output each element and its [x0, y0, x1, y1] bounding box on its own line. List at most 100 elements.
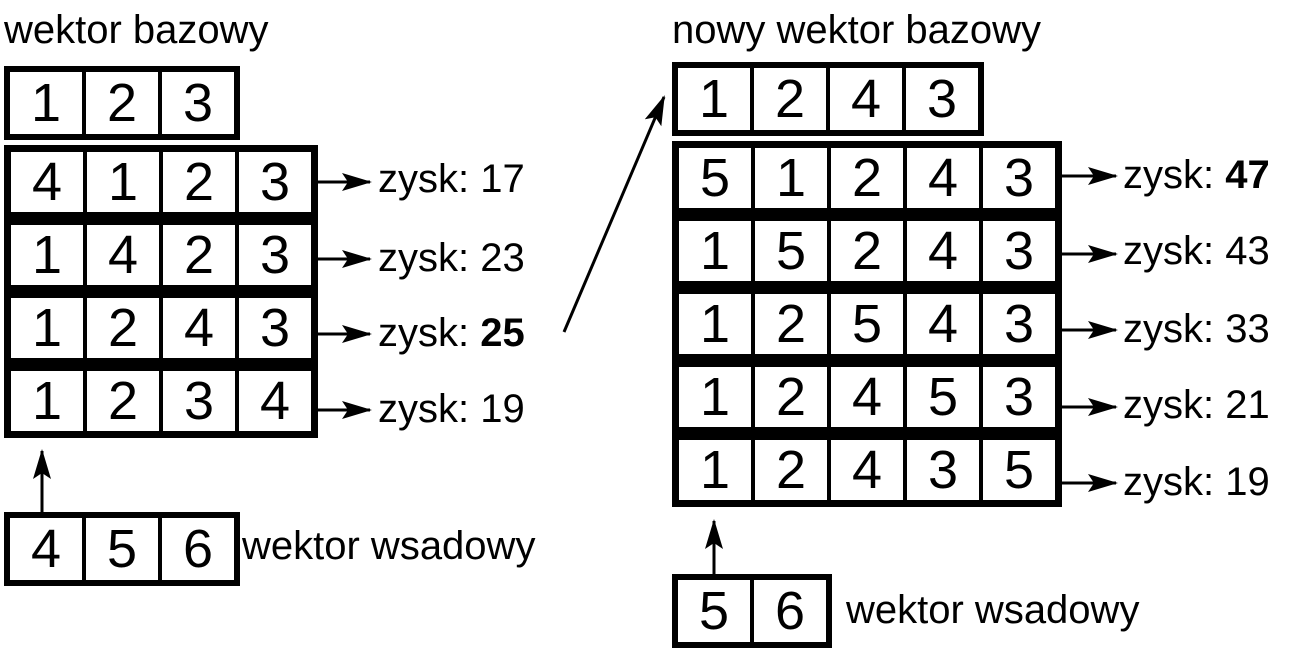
base-cell: 2 — [84, 70, 160, 136]
right-batch-vector: 5 6 — [672, 574, 832, 648]
right-base-vector: 1 2 4 3 — [672, 62, 984, 136]
candidate-cell: 4 — [905, 146, 981, 210]
candidate-cell: 5 — [677, 146, 753, 210]
right-candidate-block: 5 1 2 4 3 1 5 2 4 3 1 2 5 4 3 1 2 4 5 3 … — [672, 141, 1062, 507]
candidate-cell: 3 — [237, 296, 313, 360]
base-cell: 3 — [904, 66, 980, 132]
right-base-title: nowy wektor bazowy — [672, 8, 1042, 52]
gain-value: 43 — [1225, 229, 1270, 273]
candidate-cell: 3 — [981, 365, 1057, 429]
candidate-cell: 4 — [237, 369, 313, 433]
candidate-cell: 2 — [161, 223, 237, 287]
gain-text: zysk: — [378, 387, 470, 431]
candidate-cell: 2 — [85, 296, 161, 360]
candidate-cell: 1 — [677, 438, 753, 502]
candidate-cell: 1 — [677, 292, 753, 356]
candidate-row: 1 2 4 3 — [9, 296, 313, 360]
candidate-cell: 4 — [161, 296, 237, 360]
base-cell: 1 — [676, 66, 752, 132]
batch-cell: 4 — [8, 516, 84, 582]
candidate-row: 1 2 3 4 — [9, 369, 313, 433]
gain-text: zysk: — [378, 311, 470, 355]
candidate-cell: 2 — [85, 369, 161, 433]
gain-label: zysk: 25 — [378, 313, 525, 353]
gain-text: zysk: — [1123, 153, 1215, 197]
base-cell: 1 — [8, 70, 84, 136]
candidate-cell: 3 — [237, 150, 313, 214]
candidate-cell: 5 — [905, 365, 981, 429]
transition-arrow — [562, 95, 666, 333]
candidate-cell: 3 — [981, 219, 1057, 283]
gain-text: zysk: — [1123, 307, 1215, 351]
gain-value: 17 — [480, 157, 525, 201]
candidate-row: 1 5 2 4 3 — [677, 219, 1057, 283]
right-batch-title: wektor wsadowy — [846, 588, 1140, 632]
candidate-cell: 5 — [829, 292, 905, 356]
gain-text: zysk: — [378, 236, 470, 280]
gain-text: zysk: — [1123, 383, 1215, 427]
candidate-cell: 4 — [829, 438, 905, 502]
gain-text: zysk: — [1123, 229, 1215, 273]
candidate-cell: 5 — [753, 219, 829, 283]
gain-value: 33 — [1225, 307, 1270, 351]
candidate-cell: 1 — [9, 223, 85, 287]
left-batch-vector: 4 5 6 — [4, 512, 240, 586]
gain-value: 23 — [480, 236, 525, 280]
candidate-cell: 2 — [161, 150, 237, 214]
gain-text: zysk: — [378, 157, 470, 201]
candidate-cell: 1 — [753, 146, 829, 210]
candidate-cell: 2 — [753, 438, 829, 502]
batch-cell: 5 — [84, 516, 160, 582]
gain-value-best: 25 — [480, 311, 525, 355]
candidate-cell: 4 — [9, 150, 85, 214]
candidate-cell: 1 — [85, 150, 161, 214]
candidate-row: 1 4 2 3 — [9, 223, 313, 287]
candidate-cell: 1 — [9, 369, 85, 433]
candidate-cell: 1 — [9, 296, 85, 360]
gain-label: zysk: 23 — [378, 238, 525, 278]
base-cell: 3 — [160, 70, 236, 136]
candidate-cell: 4 — [905, 219, 981, 283]
batch-cell: 5 — [676, 578, 752, 644]
candidate-row: 1 2 4 3 5 — [677, 438, 1057, 502]
gain-label: zysk: 33 — [1123, 309, 1270, 349]
gain-label: zysk: 47 — [1123, 155, 1270, 195]
gain-label: zysk: 19 — [378, 389, 525, 429]
left-batch-title: wektor wsadowy — [242, 524, 536, 568]
gain-label: zysk: 21 — [1123, 385, 1270, 425]
candidate-cell: 2 — [829, 146, 905, 210]
base-cell: 4 — [828, 66, 904, 132]
candidate-cell: 4 — [85, 223, 161, 287]
candidate-row: 1 2 5 4 3 — [677, 292, 1057, 356]
candidate-cell: 1 — [677, 365, 753, 429]
candidate-row: 1 2 4 5 3 — [677, 365, 1057, 429]
candidate-cell: 2 — [829, 219, 905, 283]
candidate-cell: 2 — [753, 365, 829, 429]
candidate-cell: 4 — [829, 365, 905, 429]
candidate-row: 4 1 2 3 — [9, 150, 313, 214]
candidate-cell: 5 — [981, 438, 1057, 502]
candidate-cell: 3 — [237, 223, 313, 287]
left-base-vector: 1 2 3 — [4, 66, 240, 140]
batch-cell: 6 — [752, 578, 828, 644]
gain-label: zysk: 17 — [378, 159, 525, 199]
left-base-title: wektor bazowy — [4, 8, 269, 52]
candidate-cell: 3 — [981, 292, 1057, 356]
batch-cell: 6 — [160, 516, 236, 582]
candidate-cell: 3 — [905, 438, 981, 502]
candidate-cell: 1 — [677, 219, 753, 283]
gain-label: zysk: 19 — [1123, 462, 1270, 502]
gain-value: 19 — [480, 387, 525, 431]
gain-value: 19 — [1225, 460, 1270, 504]
candidate-row: 5 1 2 4 3 — [677, 146, 1057, 210]
left-candidate-block: 4 1 2 3 1 4 2 3 1 2 4 3 1 2 3 4 — [4, 145, 318, 438]
base-cell: 2 — [752, 66, 828, 132]
gain-text: zysk: — [1123, 460, 1215, 504]
gain-value: 21 — [1225, 383, 1270, 427]
candidate-cell: 3 — [161, 369, 237, 433]
candidate-cell: 3 — [981, 146, 1057, 210]
gain-label: zysk: 43 — [1123, 231, 1270, 271]
candidate-cell: 2 — [753, 292, 829, 356]
candidate-cell: 4 — [905, 292, 981, 356]
gain-value-best: 47 — [1225, 153, 1270, 197]
